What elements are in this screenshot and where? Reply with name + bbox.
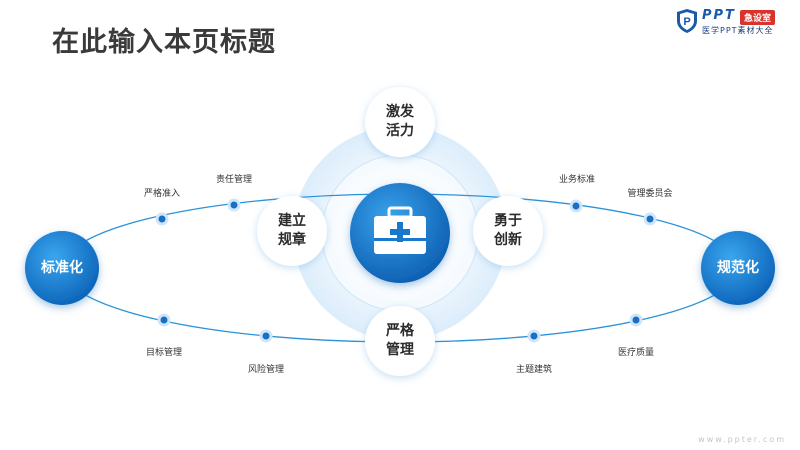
label-top: 激发 活力	[378, 102, 422, 142]
node-label: 业务标准	[558, 175, 596, 185]
svg-text:P: P	[683, 16, 690, 28]
label-bottom: 严格 管理	[378, 321, 422, 361]
end-circle-right	[701, 231, 775, 305]
node-label: 主题建筑	[515, 365, 553, 375]
logo-badge: 急设室	[740, 10, 776, 25]
node-dot	[643, 212, 657, 226]
node-dot	[629, 313, 643, 327]
node-label: 风险管理	[247, 365, 285, 375]
logo-brand-text: PPT	[702, 8, 736, 23]
node-label: 目标管理	[145, 348, 183, 358]
end-circle-left	[25, 231, 99, 305]
label-left: 建立 规章	[270, 211, 314, 251]
brand-logo: P PPT 急设室 医学PPT素材大全	[676, 8, 794, 40]
node-label: 管理委员会	[627, 189, 673, 199]
watermark: www.ppter.com	[698, 435, 786, 444]
orbit-nodes	[155, 198, 657, 343]
label-right-text: 勇于 创新	[494, 213, 522, 248]
node-dot	[527, 329, 541, 343]
label-top-text: 激发 活力	[386, 104, 414, 139]
circle-top	[365, 87, 435, 157]
label-left-text: 建立 规章	[278, 213, 306, 248]
node-dot	[227, 198, 241, 212]
label-right: 勇于 创新	[486, 211, 530, 251]
circle-right	[473, 196, 543, 266]
circle-left	[257, 196, 327, 266]
end-label-left: 标准化	[41, 259, 83, 276]
circle-bottom	[365, 306, 435, 376]
node-dot	[259, 329, 273, 343]
page-title: 在此输入本页标题	[52, 27, 276, 58]
node-dot	[157, 313, 171, 327]
node-label: 严格准入	[143, 189, 181, 199]
logo-subtitle: 医学PPT素材大全	[702, 26, 774, 35]
medical-kit-icon	[374, 206, 426, 254]
node-dot	[569, 199, 583, 213]
label-bottom-text: 严格 管理	[386, 323, 414, 358]
end-label-right: 规范化	[717, 259, 759, 276]
node-label: 医疗质量	[617, 348, 655, 358]
node-dot	[155, 212, 169, 226]
shield-p-icon: P	[677, 9, 697, 33]
node-label: 责任管理	[215, 175, 253, 185]
